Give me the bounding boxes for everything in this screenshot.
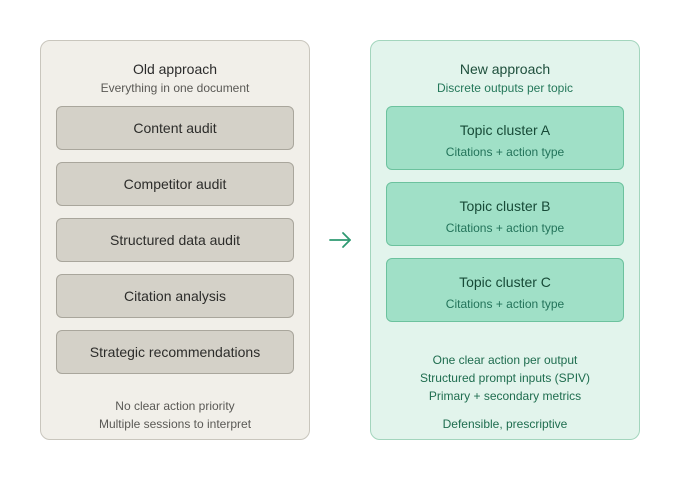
new-note-metrics: Primary + secondary metrics <box>428 389 582 403</box>
old-item-citation-analysis: Citation analysis <box>56 274 294 318</box>
new-note-spiv: Structured prompt inputs (SPIV) <box>419 371 591 385</box>
arrow-right-icon <box>329 232 351 248</box>
old-item-content-audit: Content audit <box>56 106 294 150</box>
old-approach-title: Old approach <box>132 61 218 77</box>
topic-cluster-subtitle: Citations + action type <box>445 297 565 311</box>
topic-cluster-title: Topic cluster A <box>459 122 551 138</box>
old-note-sessions: Multiple sessions to interpret <box>98 417 252 431</box>
old-item-competitor-audit: Competitor audit <box>56 162 294 206</box>
old-item-structured-data-audit: Structured data audit <box>56 218 294 262</box>
topic-cluster-b: Topic cluster B Citations + action type <box>386 182 624 246</box>
topic-cluster-title: Topic cluster B <box>459 198 551 214</box>
topic-cluster-title: Topic cluster C <box>459 274 551 290</box>
topic-cluster-c: Topic cluster C Citations + action type <box>386 258 624 322</box>
topic-cluster-a: Topic cluster A Citations + action type <box>386 106 624 170</box>
old-approach-panel: Old approach Everything in one document … <box>40 40 310 440</box>
topic-cluster-subtitle: Citations + action type <box>445 145 565 159</box>
new-footer: Defensible, prescriptive <box>442 417 568 431</box>
old-note-priority: No clear action priority <box>115 399 235 413</box>
new-approach-subtitle: Discrete outputs per topic <box>436 81 574 95</box>
new-approach-panel: New approach Discrete outputs per topic … <box>370 40 640 440</box>
old-item-strategic-recommendations: Strategic recommendations <box>56 330 294 374</box>
old-approach-subtitle: Everything in one document <box>100 81 250 95</box>
new-note-one-action: One clear action per output <box>432 353 578 367</box>
new-approach-title: New approach <box>459 61 551 77</box>
topic-cluster-subtitle: Citations + action type <box>445 221 565 235</box>
